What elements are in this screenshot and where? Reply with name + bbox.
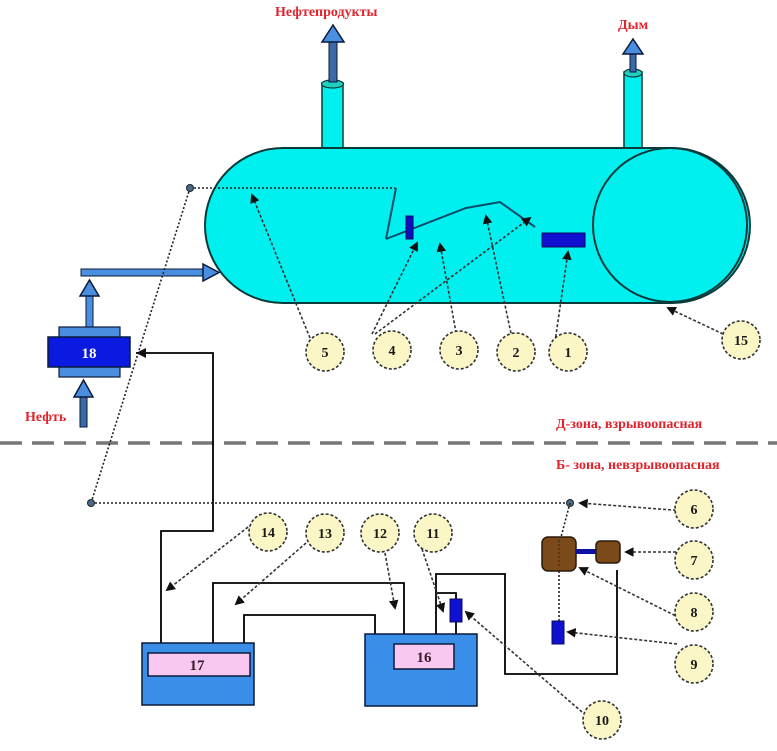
svg-text:7: 7 <box>691 554 698 569</box>
sensor-node-top <box>186 184 194 192</box>
outlet-pipe-smoke <box>623 68 643 151</box>
callout-4: 4 <box>372 330 412 370</box>
burner-1 <box>541 232 586 248</box>
wire-16-to-motor <box>435 570 618 675</box>
svg-text:2: 2 <box>513 346 520 361</box>
arrow-up-smoke-icon <box>621 37 645 73</box>
svg-text:5: 5 <box>322 346 329 361</box>
arrow-up-products-icon <box>320 23 346 83</box>
callout-7: 7 <box>674 540 714 580</box>
motor-7 <box>595 540 621 564</box>
callout-11: 11 <box>413 513 453 553</box>
svg-text:13: 13 <box>318 527 332 542</box>
signal-line-5 <box>90 187 191 504</box>
callout-8: 8 <box>674 592 714 632</box>
svg-text:4: 4 <box>389 344 396 359</box>
leader-lines <box>165 193 724 713</box>
relay-10 <box>449 598 463 623</box>
callout-10: 10 <box>582 700 622 740</box>
svg-text:14: 14 <box>261 526 275 541</box>
svg-text:9: 9 <box>691 658 698 673</box>
control-unit-16: 16 <box>364 633 478 707</box>
wire-17-16-outer <box>212 582 405 643</box>
svg-text:6: 6 <box>691 503 698 518</box>
callout-15: 15 <box>721 320 761 360</box>
label-oil: Нефть <box>25 410 67 425</box>
zone-label-explosive: Д-зона, взрывоопасная <box>556 417 703 432</box>
sensor-9 <box>551 620 565 645</box>
unit-17-label: 17 <box>190 658 206 674</box>
callout-12: 12 <box>360 513 400 553</box>
unit-16-label: 16 <box>417 650 433 666</box>
fan-motor-8 <box>541 536 577 572</box>
label-oil-products: Нефтепродукты <box>275 5 378 20</box>
callout-1: 1 <box>548 332 588 372</box>
arrow-up-oil-in-icon <box>72 378 95 428</box>
zone-label-non-explosive: Б- зона, невзрывоопасная <box>556 458 720 473</box>
motor-shaft <box>576 549 596 554</box>
wire-17-16-inner <box>243 614 376 643</box>
sensor-node-left <box>87 499 95 507</box>
label-smoke: Дым <box>618 18 649 33</box>
callout-2: 2 <box>496 332 536 372</box>
signal-line-6 <box>560 502 571 538</box>
callout-6: 6 <box>674 489 714 529</box>
svg-text:11: 11 <box>426 527 439 542</box>
svg-text:15: 15 <box>734 334 748 349</box>
svg-text:1: 1 <box>565 346 572 361</box>
wire-17-to-18 <box>136 352 214 643</box>
svg-text:3: 3 <box>456 344 463 359</box>
burner-pipe <box>385 200 536 240</box>
callout-9: 9 <box>674 644 714 684</box>
svg-text:8: 8 <box>691 606 698 621</box>
wire-relay-top <box>436 592 457 599</box>
flow-arrow-to-vessel-icon <box>80 262 221 283</box>
callout-13: 13 <box>305 513 345 553</box>
wire-arrow-18-icon <box>136 348 146 358</box>
svg-text:12: 12 <box>373 527 387 542</box>
callout-3: 3 <box>439 330 479 370</box>
svg-text:10: 10 <box>595 714 609 729</box>
flame-tube <box>385 187 397 240</box>
callout-14: 14 <box>248 512 288 552</box>
arrow-up-heater-out-icon <box>78 278 101 329</box>
unit-18-label: 18 <box>82 346 97 362</box>
control-unit-17: 17 <box>141 642 255 706</box>
outlet-pipe-products <box>320 79 345 151</box>
heat-exchanger-18: 18 <box>47 326 131 378</box>
vessel-heater-tank <box>204 147 751 304</box>
igniter-3 <box>405 215 414 240</box>
callout-5: 5 <box>305 332 345 372</box>
